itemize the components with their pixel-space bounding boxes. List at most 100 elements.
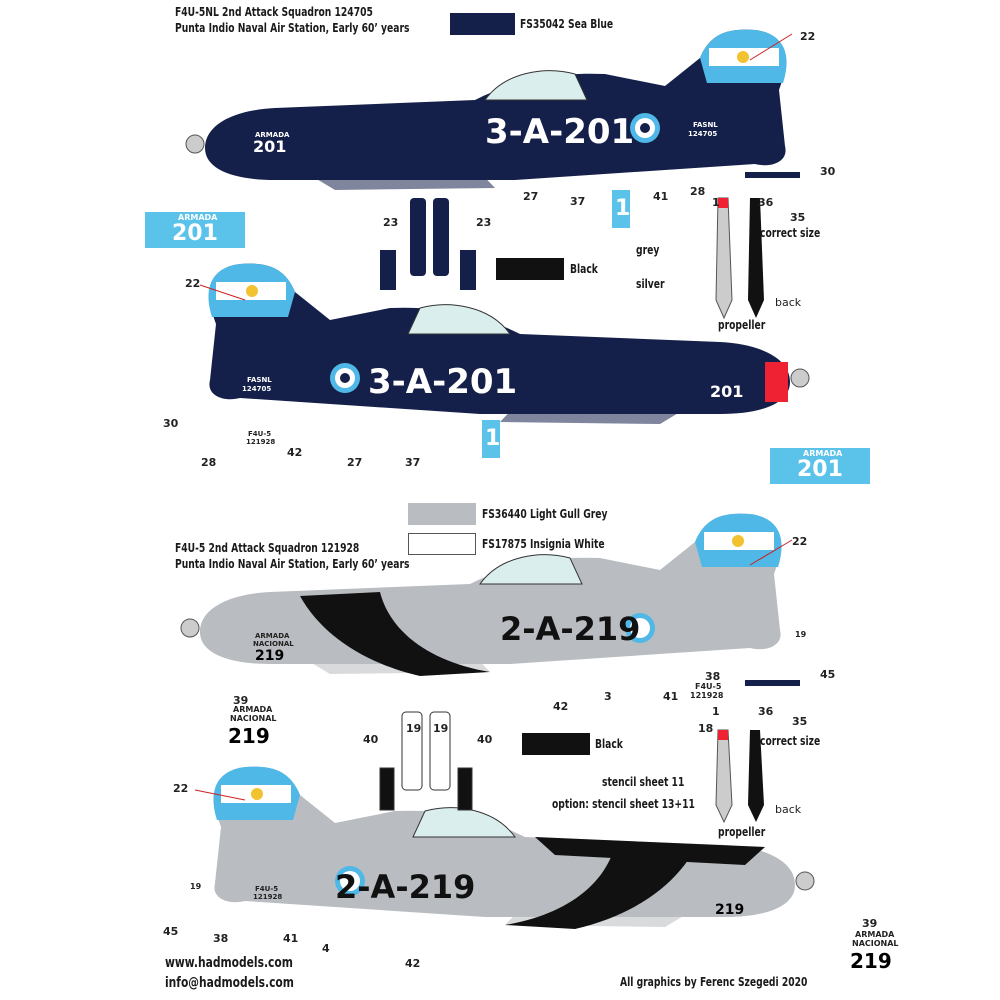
callout: 4 [322, 942, 330, 955]
callout: 22 [800, 30, 816, 43]
decal-201-box-right [770, 448, 870, 484]
scheme2-title: F4U-5 2nd Attack Squadron 121928 [175, 541, 360, 555]
aircraft-2-serial: 124705 [242, 385, 272, 393]
callout: 28 [690, 185, 706, 198]
aircraft-1-code: 3-A-201 [485, 112, 635, 152]
callout: 30 [820, 165, 836, 178]
black-label: Black [570, 262, 598, 276]
callout: 40 [363, 733, 379, 746]
callout: 35 [790, 211, 806, 224]
landing-gear-white [379, 711, 473, 811]
decal-219-label: ARMADA [233, 705, 273, 714]
decal-1-box-bottom [482, 420, 500, 458]
decal-219-num-b: 219 [850, 949, 892, 973]
aircraft-4-type: F4U-5 [255, 885, 279, 893]
silver-label: silver [636, 277, 665, 291]
scheme2-subtitle: Punta Indio Naval Air Station, Early 60’… [175, 557, 410, 571]
aircraft-4-code: 2-A-219 [335, 868, 476, 906]
aircraft-2-code: 3-A-201 [368, 362, 518, 402]
aircraft-1-nose-label: ARMADA [255, 131, 290, 139]
aircraft-2-side-right [208, 264, 809, 424]
scheme1-subtitle: Punta Indio Naval Air Station, Early 60’… [175, 21, 410, 35]
decal-1-top: 1 [615, 196, 631, 221]
light-gull-grey-swatch [408, 503, 476, 525]
stencil-option-label: option: stencil sheet 13+11 [552, 797, 695, 811]
callout: 45 [820, 668, 836, 681]
correct-size-label-2: correct size [760, 734, 821, 748]
callout: 37 [570, 195, 586, 208]
aircraft-2-type: F4U-5 [248, 430, 272, 438]
callout: 40 [477, 733, 493, 746]
aircraft-4-side-right [213, 767, 814, 929]
callout: 27 [523, 190, 539, 203]
callout: 41 [283, 932, 299, 945]
decal-201-right-label: ARMADA [803, 449, 843, 458]
decal-201-right-num: 201 [797, 457, 843, 482]
light-gull-grey-label: FS36440 Light Gull Grey [482, 507, 608, 521]
callout: 38 [705, 670, 721, 683]
prop-num: 36 [758, 196, 774, 209]
callout: 27 [347, 456, 363, 469]
sea-blue-swatch [450, 13, 515, 35]
callout: 37 [405, 456, 421, 469]
callout: 42 [553, 700, 569, 713]
gear-num-right: 19 [433, 722, 449, 735]
propeller-label-2: propeller [718, 825, 766, 839]
aircraft-4-tail-num: 19 [190, 882, 202, 891]
insignia-white-label: FS17875 Insignia White [482, 537, 605, 551]
callout: 41 [653, 190, 669, 203]
aircraft-1-fasn-label: FASNL [693, 121, 718, 129]
callout: 3 [604, 690, 612, 703]
callout: 41 [663, 690, 679, 703]
propeller-label: propeller [718, 318, 766, 332]
prop-num: 1 [712, 196, 720, 209]
callout: 35 [792, 715, 808, 728]
stencil-label: stencil sheet 11 [602, 775, 685, 789]
prop-num: 1 [712, 705, 720, 718]
landing-gear-blue [380, 198, 476, 290]
aircraft-1-nose-num: 201 [253, 137, 287, 156]
aircraft-2-nose-num: 201 [710, 382, 744, 401]
correct-size-label: correct size [760, 226, 821, 240]
email-link[interactable]: info@hadmodels.com [165, 975, 294, 991]
aircraft-3-side-left [181, 514, 782, 676]
website-link[interactable]: www.hadmodels.com [165, 955, 293, 971]
aircraft-2-bureau: 121928 [246, 438, 276, 446]
aircraft-3-code: 2-A-219 [500, 610, 641, 648]
callout: 23 [476, 216, 492, 229]
callout: 39 [862, 917, 878, 930]
grey-label: grey [636, 243, 660, 257]
stencil-strips [745, 172, 800, 686]
aircraft-4-bureau: 121928 [253, 893, 283, 901]
back-label: back [775, 296, 802, 309]
decal-201-left-label: ARMADA [178, 213, 218, 222]
callout: 39 [233, 694, 249, 707]
aircraft-1-serial: 124705 [688, 130, 718, 138]
decal-1-bottom: 1 [485, 426, 501, 451]
prop-num: 18 [698, 722, 714, 735]
decal-219-label2-b: NACIONAL [852, 939, 899, 948]
aircraft-3-nose-num: 219 [255, 648, 285, 664]
aircraft-2-fasn-label: FASNL [247, 376, 272, 384]
decal-201-box-left [145, 212, 245, 248]
propeller-2 [715, 729, 764, 824]
callout: 28 [201, 456, 217, 469]
aircraft-3-tail-num: 19 [795, 630, 807, 639]
decal-219-label-b: ARMADA [855, 930, 895, 939]
aircraft-1-side-left [186, 30, 787, 190]
decal-201-left-num: 201 [172, 221, 218, 246]
decal-bureau: 121928 [690, 691, 724, 700]
callout: 42 [405, 957, 421, 970]
callout: 22 [185, 277, 201, 290]
scheme1-title: F4U-5NL 2nd Attack Squadron 124705 [175, 5, 373, 19]
callout: 38 [213, 932, 229, 945]
gear-num-left: 19 [406, 722, 422, 735]
back-label-2: back [775, 803, 802, 816]
black-swatch-2 [522, 733, 590, 755]
decal-219-num: 219 [228, 724, 270, 748]
aircraft-4-nose-num: 219 [715, 902, 745, 918]
propeller-1 [715, 197, 764, 320]
decal-type: F4U-5 [695, 682, 722, 691]
